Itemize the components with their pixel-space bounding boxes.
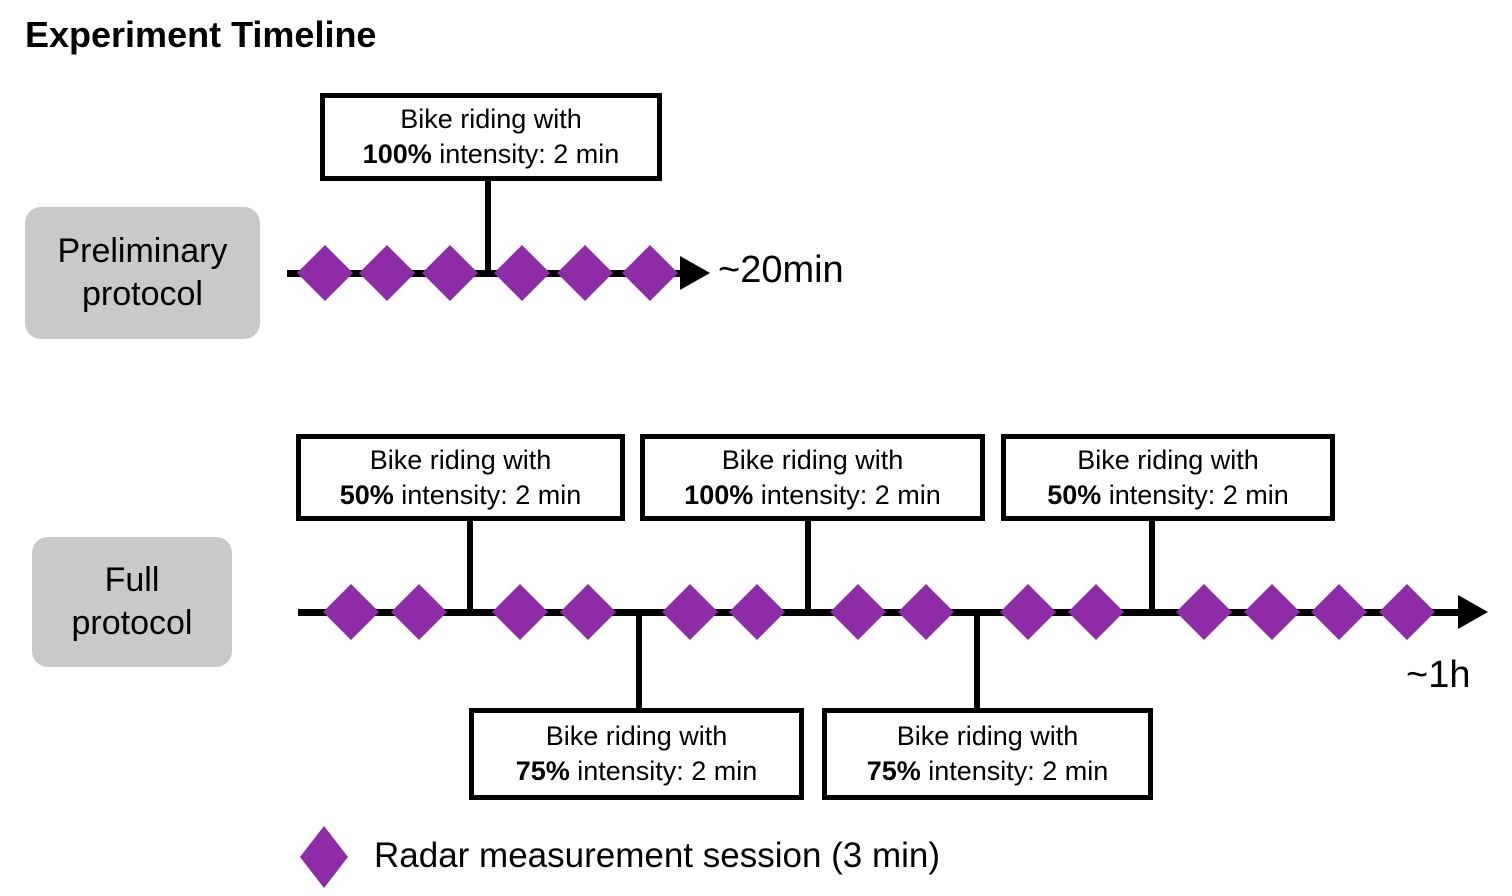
callout-line1: Bike riding with xyxy=(896,721,1079,751)
intensity-value: 100% xyxy=(362,139,432,169)
callout-line1: Bike riding with xyxy=(400,104,582,134)
radar-session-diamond xyxy=(1000,584,1056,640)
callout-line2-rest: intensity: 2 min xyxy=(431,139,620,169)
row-label-line: protocol xyxy=(71,604,193,642)
callout-line1: Bike riding with xyxy=(1077,444,1259,475)
legend-label: Radar measurement session (3 min) xyxy=(374,836,941,875)
full-duration-label: ~1h xyxy=(1406,654,1471,696)
radar-session-diamond xyxy=(830,584,886,640)
intensity-value: 75% xyxy=(515,756,570,786)
preliminary-timeline-axis xyxy=(287,270,682,277)
radar-session-diamond xyxy=(1176,584,1232,640)
radar-session-diamond xyxy=(359,245,415,301)
radar-session-diamond xyxy=(492,584,548,640)
radar-session-diamond xyxy=(662,584,718,640)
preliminary-duration-label: ~20min xyxy=(718,249,844,291)
row-label-line: Full xyxy=(104,561,160,599)
callout-full-50-intensity-1: Bike riding with 50% intensity: 2 min xyxy=(296,434,625,521)
radar-session-diamond xyxy=(560,584,616,640)
radar-session-diamond xyxy=(622,245,678,301)
radar-session-diamond xyxy=(729,584,785,640)
callout-connector-line xyxy=(974,612,980,710)
callout-line2-rest: intensity: 2 min xyxy=(753,479,941,510)
callout-preliminary-100-intensity: Bike riding with 100% intensity: 2 min xyxy=(320,93,662,181)
callout-line2-rest: intensity: 2 min xyxy=(1101,479,1289,510)
callout-line2-rest: intensity: 2 min xyxy=(393,479,582,510)
callout-line2: 75% intensity: 2 min xyxy=(867,754,1109,789)
intensity-value: 75% xyxy=(866,756,921,786)
callout-full-50-intensity-2: Bike riding with 50% intensity: 2 min xyxy=(1001,434,1335,521)
callout-line2: 100% intensity: 2 min xyxy=(684,478,941,513)
callout-full-100-intensity: Bike riding with 100% intensity: 2 min xyxy=(640,434,985,521)
callout-line2-rest: intensity: 2 min xyxy=(569,756,758,786)
row-label-line: protocol xyxy=(82,275,203,313)
radar-session-diamond xyxy=(1379,584,1435,640)
radar-session-diamond xyxy=(391,584,447,640)
callout-line1: Bike riding with xyxy=(721,444,904,475)
callout-line2-rest: intensity: 2 min xyxy=(920,756,1109,786)
row-label-line: Preliminary xyxy=(57,232,228,270)
timeline-arrowhead-icon xyxy=(1458,595,1488,629)
row-label-preliminary-protocol: Preliminary protocol xyxy=(25,207,260,339)
callout-line1: Bike riding with xyxy=(369,444,552,475)
radar-session-diamond xyxy=(297,245,353,301)
callout-line2: 50% intensity: 2 min xyxy=(1047,478,1289,513)
radar-session-diamond xyxy=(557,245,613,301)
intensity-value: 100% xyxy=(684,479,754,510)
callout-line2: 75% intensity: 2 min xyxy=(516,754,758,789)
callout-connector-line xyxy=(485,178,491,273)
timeline-arrowhead-icon xyxy=(680,256,710,290)
diamond-icon xyxy=(300,826,348,888)
callout-line1: Bike riding with xyxy=(545,721,728,751)
callout-connector-line xyxy=(636,612,642,710)
row-label-full-protocol: Full protocol xyxy=(32,537,232,667)
radar-session-diamond xyxy=(494,245,550,301)
radar-session-diamond xyxy=(1068,584,1124,640)
radar-session-diamond xyxy=(1244,584,1300,640)
callout-line2: 50% intensity: 2 min xyxy=(340,478,582,513)
callout-connector-line xyxy=(467,518,473,612)
page-title: Experiment Timeline xyxy=(25,14,377,55)
callout-connector-line xyxy=(1149,518,1155,612)
callout-line2: 100% intensity: 2 min xyxy=(363,137,620,172)
callout-full-75-intensity-1: Bike riding with 75% intensity: 2 min xyxy=(469,708,804,800)
intensity-value: 50% xyxy=(1047,479,1102,510)
intensity-value: 50% xyxy=(339,479,394,510)
callout-full-75-intensity-2: Bike riding with 75% intensity: 2 min xyxy=(822,708,1153,800)
radar-session-diamond xyxy=(422,245,478,301)
radar-session-diamond xyxy=(898,584,954,640)
callout-connector-line xyxy=(805,518,811,612)
radar-session-diamond xyxy=(1311,584,1367,640)
radar-session-diamond xyxy=(323,584,379,640)
